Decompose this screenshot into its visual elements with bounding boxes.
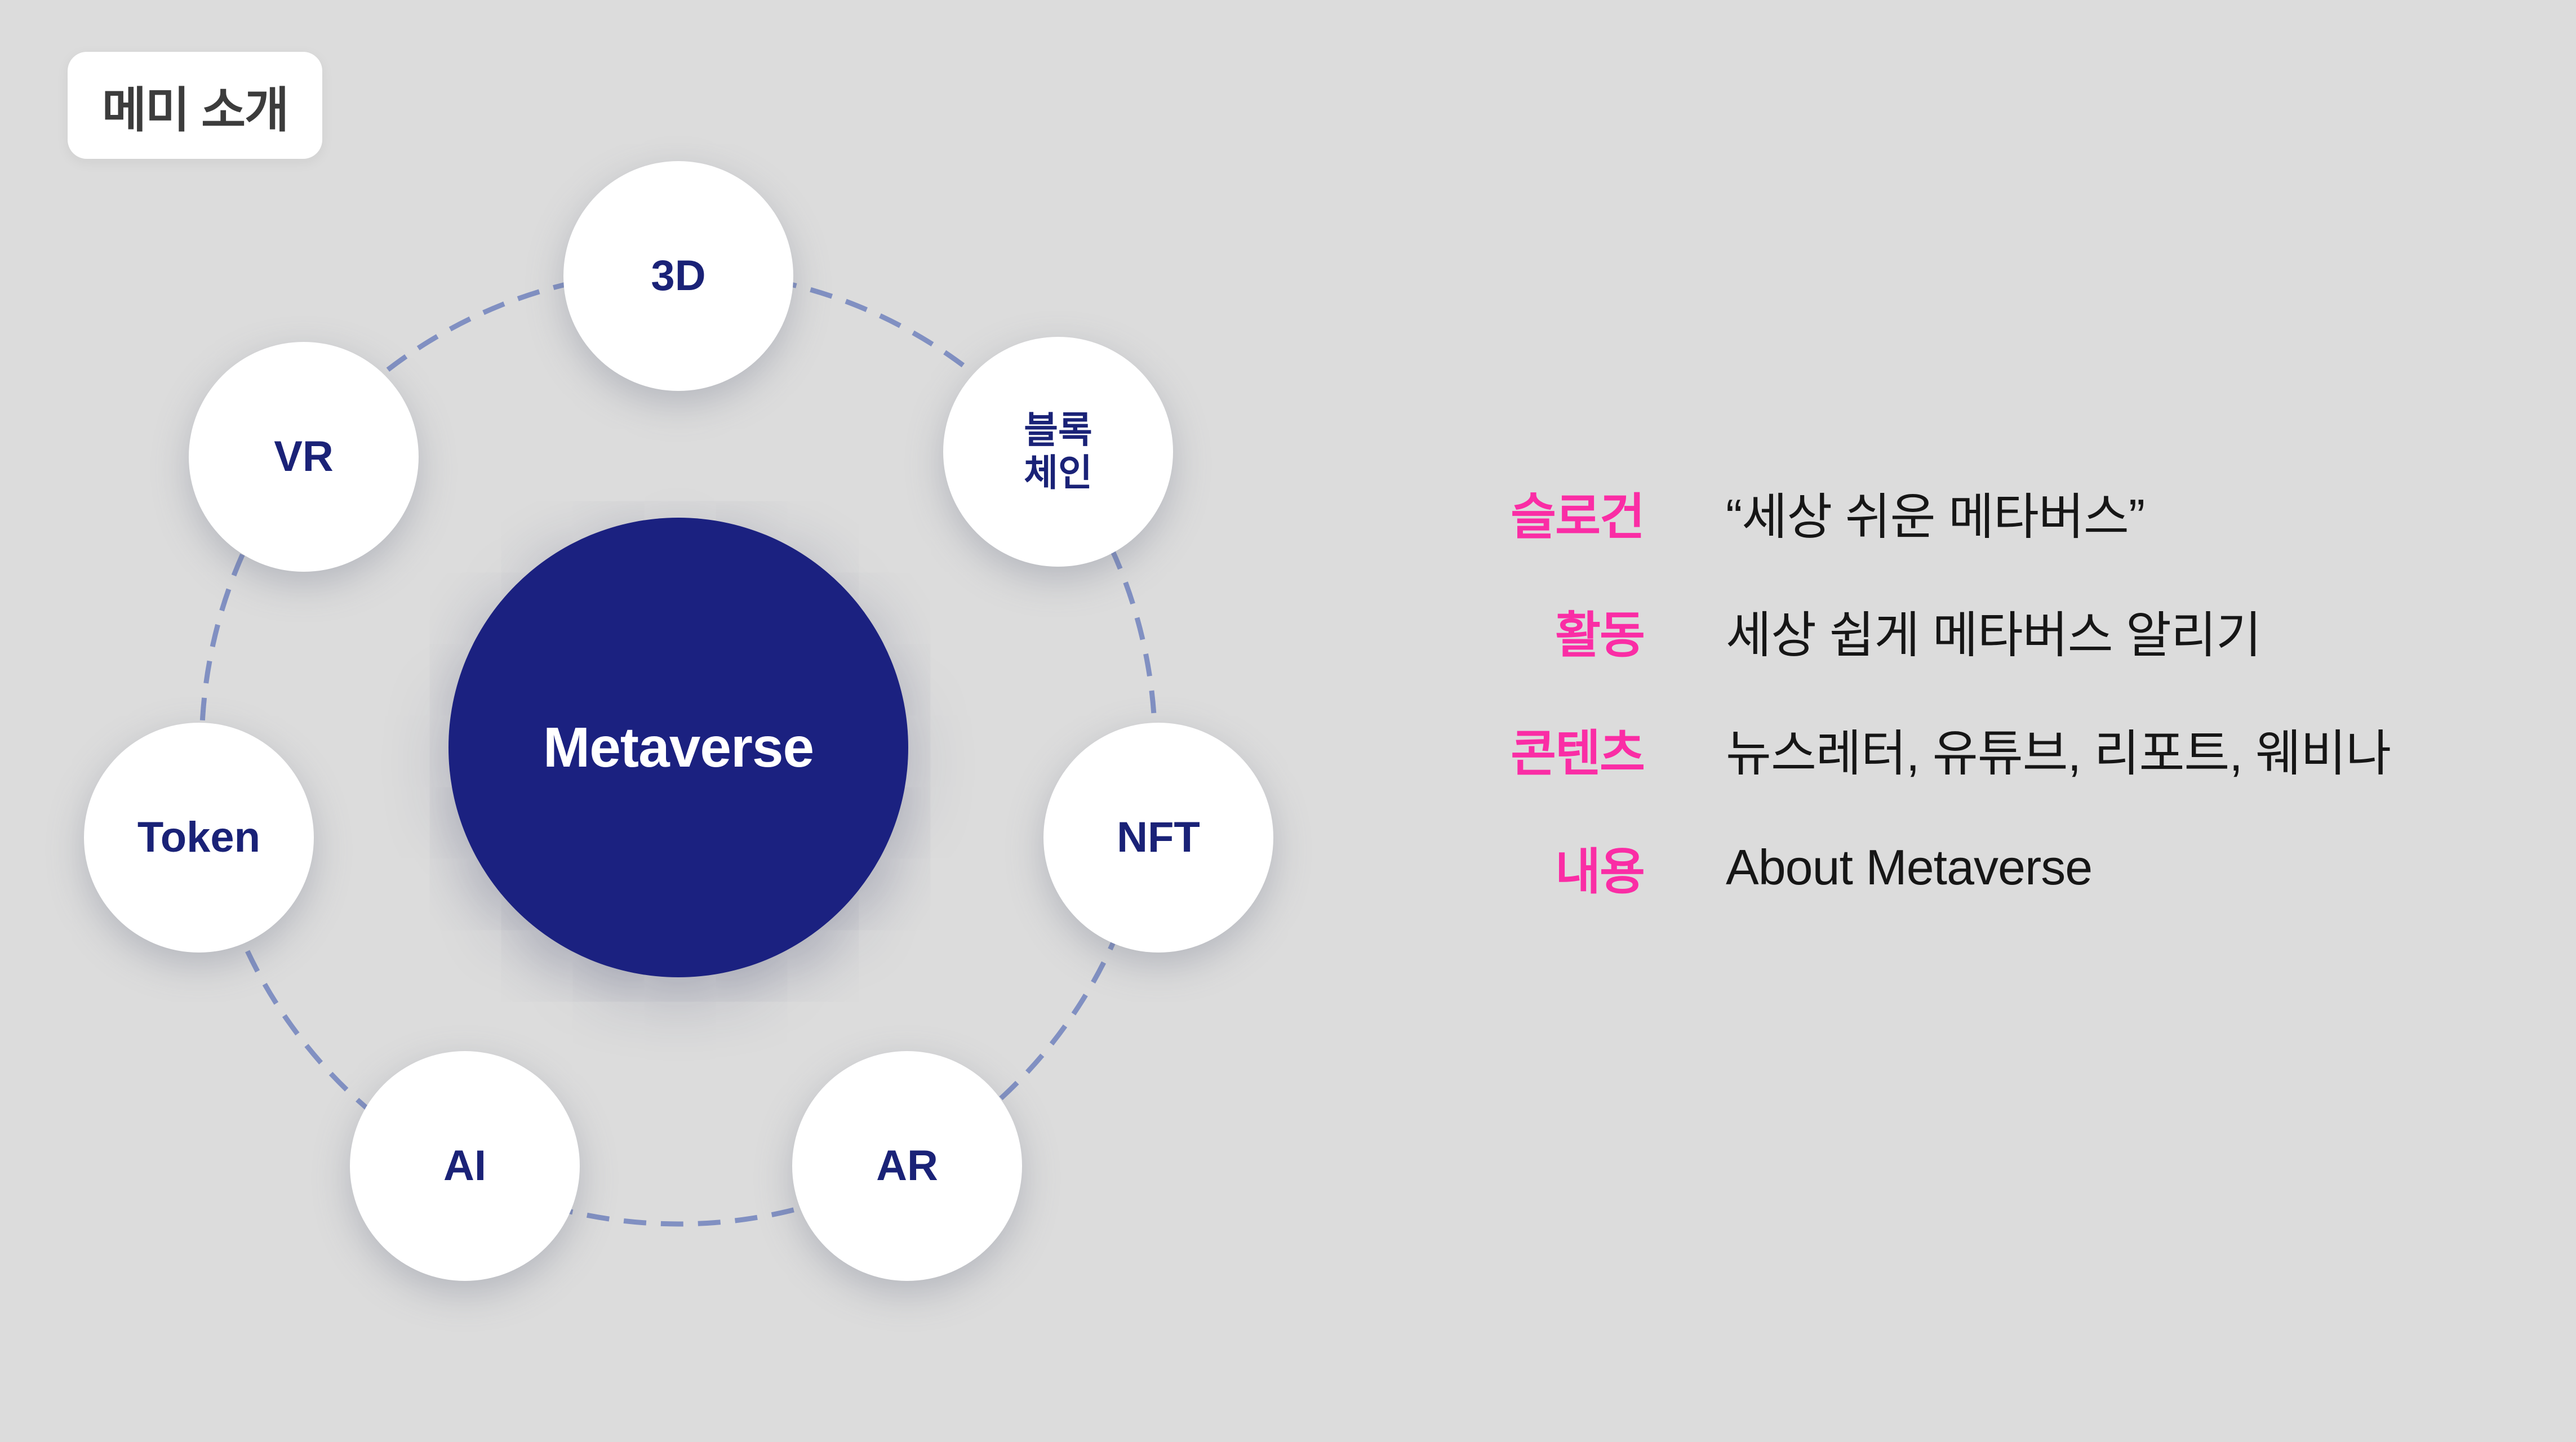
info-row-slogan: 슬로건 “세상 쉬운 메타버스” [1419, 478, 2391, 548]
node-token-label: Token [137, 813, 261, 862]
node-ar: AR [792, 1051, 1022, 1281]
slide-title: 메미 소개 [101, 83, 289, 137]
info-label-slogan: 슬로건 [1511, 488, 1645, 545]
node-blockchain: 블록 체인 [943, 337, 1173, 567]
node-blockchain-label: 블록 체인 [1024, 409, 1092, 493]
node-ar-label: AR [876, 1142, 938, 1190]
node-nft-label: NFT [1117, 813, 1200, 862]
node-vr-label: VR [274, 433, 334, 481]
node-ai-label: AI [443, 1142, 486, 1190]
node-3d: 3D [563, 161, 793, 391]
info-label-about: 내용 [1555, 843, 1645, 900]
info-label-activity: 활동 [1555, 607, 1645, 663]
node-vr: VR [189, 342, 419, 572]
info-value-about: About Metaverse [1726, 839, 2093, 895]
node-ai: AI [350, 1051, 580, 1281]
info-list: 슬로건 “세상 쉬운 메타버스” 활동 세상 쉽게 메타버스 알리기 콘텐츠 뉴… [1419, 478, 2391, 951]
info-value-slogan: “세상 쉬운 메타버스” [1726, 488, 2145, 545]
node-3d-label: 3D [651, 252, 706, 300]
info-row-about: 내용 About Metaverse [1419, 833, 2391, 902]
center-node-metaverse: Metaverse [448, 518, 908, 977]
center-node-label: Metaverse [543, 715, 814, 779]
info-label-contents: 콘텐츠 [1511, 725, 1645, 781]
slide-title-badge: 메미 소개 [68, 52, 322, 159]
node-nft: NFT [1043, 723, 1273, 953]
info-value-contents: 뉴스레터, 유튜브, 리포트, 웨비나 [1726, 725, 2391, 781]
info-row-activity: 활동 세상 쉽게 메타버스 알리기 [1419, 596, 2391, 666]
node-token: Token [84, 723, 314, 953]
info-row-contents: 콘텐츠 뉴스레터, 유튜브, 리포트, 웨비나 [1419, 714, 2391, 784]
info-value-activity: 세상 쉽게 메타버스 알리기 [1726, 607, 2262, 663]
